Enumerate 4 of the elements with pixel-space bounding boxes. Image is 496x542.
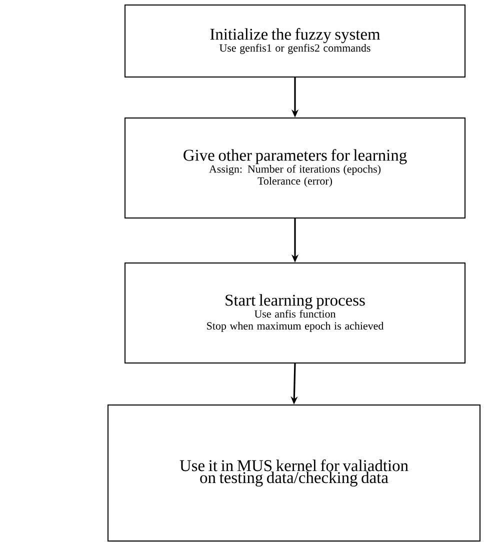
process-box: Give other parameters for learning Assign: Number of iterations (epochs) Tolerance (error) <box>124 118 466 218</box>
process-box: Initialize the fuzzy system Use genfis1 or genfis2 commands <box>124 4 466 78</box>
process-box: Use it in MUS kernel for valiadtion on testing data/checking data <box>108 404 480 542</box>
process-box: Start learning process Use anfis function Stop when maximum epoch is achieved <box>124 262 466 364</box>
